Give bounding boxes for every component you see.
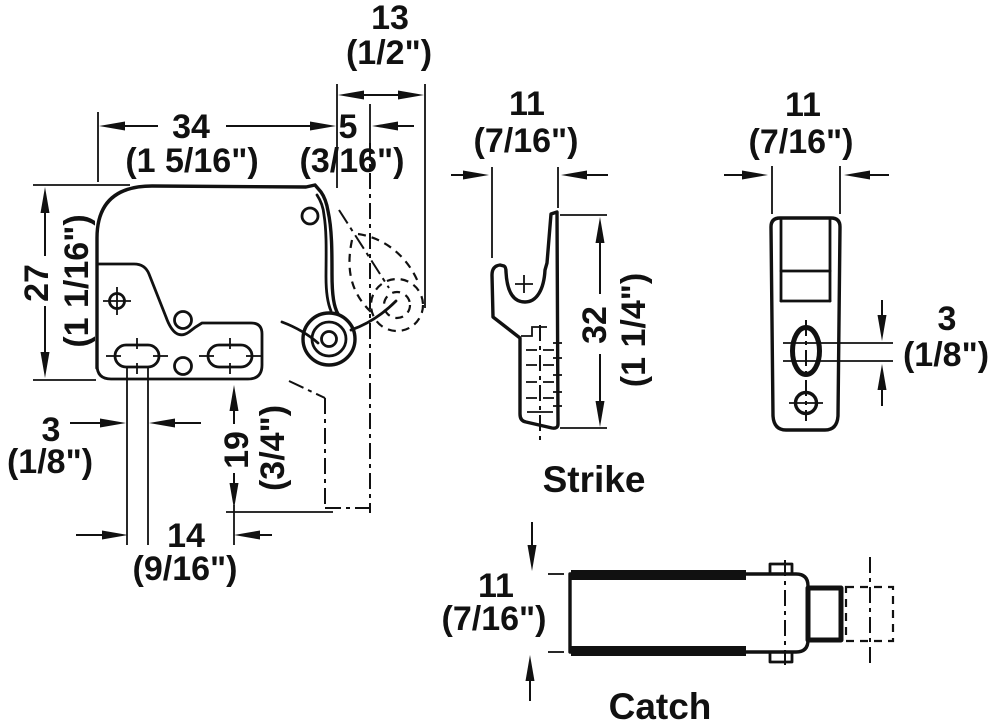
dim-13-in: (1/2") (346, 34, 432, 72)
dim-27-in: (1 1/16") (58, 214, 96, 347)
strike-front-view: 11 (7/16") 3 (1/8") (724, 86, 989, 432)
dim-27-mm: 27 (18, 264, 56, 302)
strike-roller-seat-cross (515, 275, 533, 293)
catch-bottom-flange (571, 646, 746, 656)
latch-hole-middle (173, 310, 193, 330)
strike-stem-ribs (521, 326, 562, 413)
catch-label: Catch (609, 686, 712, 723)
latch-roller-phantom-position (338, 209, 425, 333)
catch-plunger-extended (844, 585, 895, 643)
strike-side-view: 11 (7/16") 32 (1 1/4") Strike (451, 85, 653, 500)
dim-34-mm: 34 (172, 108, 210, 146)
catch-tab-bottom (768, 650, 794, 664)
latch-hole-lower (173, 356, 193, 376)
latch-body-outline (95, 183, 340, 370)
latch-slot-right-ticks (199, 338, 261, 374)
dim-front-11-mm: 11 (785, 86, 821, 124)
dim-catch-11-mm: 11 (478, 567, 514, 605)
latch-spring-curve-right (349, 299, 398, 332)
latch-dimension-text: 13 (1/2") 34 (1 5/16") 5 (3/16") 27 (1 1… (7, 0, 432, 588)
latch-spring-curve-left (280, 320, 320, 345)
latch-arm-inner-edge (315, 193, 333, 313)
dim-14-mm: 14 (167, 517, 205, 555)
dim-13-mm: 13 (371, 0, 409, 37)
latch-side-view (95, 183, 425, 545)
strike-front-blade-lines (779, 218, 832, 303)
latch-roller-mid (310, 320, 348, 358)
strike-front-outline (769, 216, 842, 432)
catch-top-view: 11 (7/16") Catch (442, 522, 895, 723)
dim-5-in: (3/16") (300, 142, 405, 180)
dim-front-3-in: (1/8") (903, 336, 989, 374)
dim-strike-11-in: (7/16") (474, 122, 579, 160)
latch-hole-top-right (300, 206, 320, 226)
dim-strike-11-mm: 11 (509, 85, 545, 123)
dim-19-mm: 19 (218, 431, 256, 469)
latch-housing-flange (95, 262, 264, 381)
catch-body-outline (568, 572, 810, 654)
dim-5-mm: 5 (339, 108, 358, 146)
dim-catch-11-in: (7/16") (442, 600, 547, 638)
dim-front-11-in: (7/16") (749, 123, 854, 161)
dim-32-in: (1 1/4") (615, 273, 653, 387)
dim-3-in: (1/8") (7, 443, 93, 481)
strike-outline (490, 210, 560, 430)
dim-14-in: (9/16") (133, 550, 238, 588)
dim-front-3-mm: 3 (938, 300, 957, 338)
latch-dimensions (33, 84, 426, 545)
latch-roller-hub (320, 330, 338, 348)
catch-top-flange (571, 570, 746, 580)
catch-tab-top (768, 562, 794, 576)
dim-32-mm: 32 (576, 306, 614, 344)
latch-roller-outer (301, 311, 357, 367)
dim-3-mm: 3 (42, 411, 61, 449)
latch-phantom-extended-outline (288, 380, 370, 509)
dim-19-in: (3/4") (254, 405, 292, 491)
dim-34-in: (1 5/16") (125, 142, 258, 180)
catch-plunger (805, 585, 844, 643)
latch-slot-left-ticks (106, 338, 168, 374)
strike-label: Strike (543, 459, 646, 500)
